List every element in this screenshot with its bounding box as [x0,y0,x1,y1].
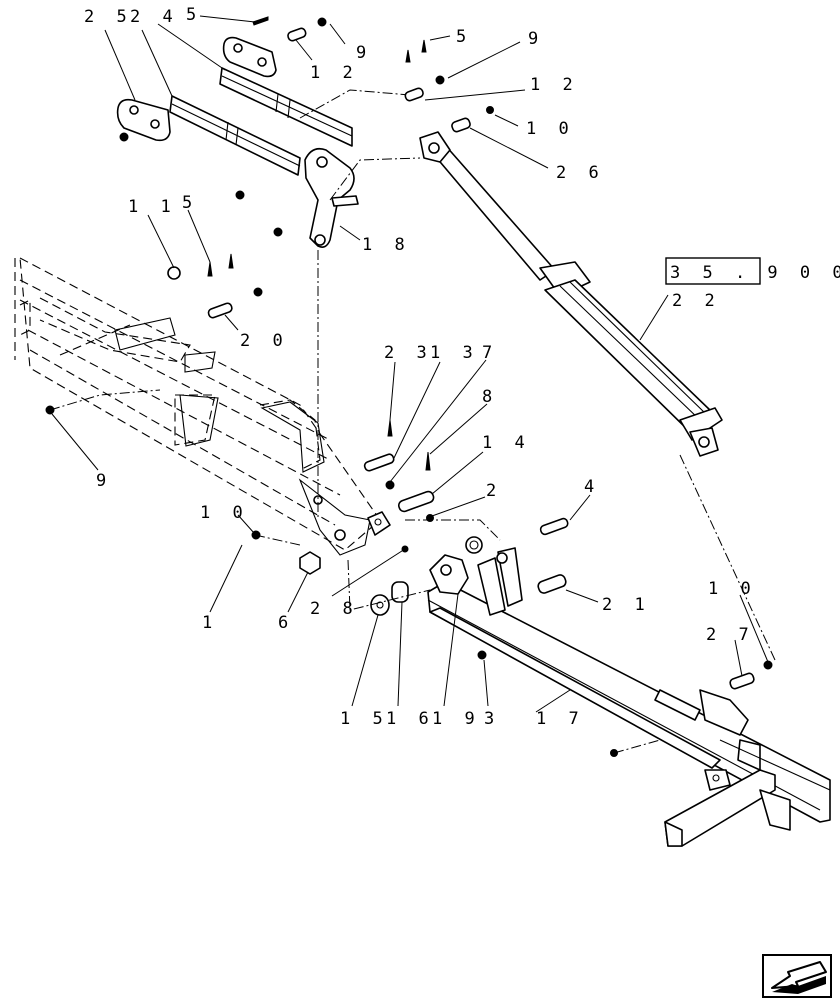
callout-8: 8 [482,387,498,407]
callout-28: 2 8 [310,599,359,619]
callout-14: 1 4 [482,433,531,453]
callout-9-top: 9 [356,43,372,63]
callout-11: 1 1 [128,197,177,217]
hardware-center [251,419,773,757]
callout-13: 1 3 [430,343,479,363]
callout-23: 2 3 [384,343,433,363]
callout-3: 3 [484,709,500,729]
callout-27: 2 7 [706,625,755,645]
callout-16: 1 6 [386,709,435,729]
callout-20: 2 0 [240,331,289,351]
reference-box-frame [665,257,761,285]
callout-4: 4 [584,477,600,497]
callout-22: 2 2 [672,291,721,311]
callout-9-left: 9 [96,471,112,491]
callout-5-right: 5 [456,27,472,47]
hardware-upper [45,16,494,415]
callout-2: 2 [486,481,502,501]
center-lines [49,157,776,754]
ghost-frame-assembly [14,257,391,556]
callout-24: 2 4 [130,7,179,27]
callout-10-left: 1 0 [200,503,249,523]
callout-labels: 2 5 2 4 5 9 1 2 5 9 1 2 1 0 2 6 1 8 1 1 … [84,5,840,729]
leader-lines [51,15,769,713]
callout-5-top: 5 [186,5,202,25]
callout-18: 1 8 [362,235,411,255]
callout-19: 1 9 [432,709,481,729]
callout-25: 2 5 [84,7,133,27]
link-bar-24-upper [219,67,353,147]
center-line-top [299,89,411,119]
hydraulic-cylinder-22 [419,131,723,457]
callout-10-right: 1 0 [708,579,757,599]
callout-12-top: 1 2 [310,63,359,83]
back-page-arrow-icon[interactable] [762,954,832,998]
link-plate-25 [116,98,171,142]
callout-1: 1 [202,613,218,633]
callout-17: 1 7 [536,709,585,729]
bracket-18 [304,147,359,248]
callout-7: 7 [482,343,498,363]
callout-5-left: 5 [182,193,198,213]
callout-12-right: 1 2 [530,75,579,95]
callout-9-right: 9 [528,29,544,49]
callout-21: 2 1 [602,595,651,615]
callout-10-top: 1 0 [526,119,575,139]
callout-15: 1 5 [340,709,389,729]
callout-6: 6 [278,613,294,633]
reference-box-text[interactable]: 3 5 . 9 0 0 . 0 [670,263,840,283]
main-frame-17 [427,547,831,847]
link-bar-24-lower [169,95,301,176]
callout-26: 2 6 [556,163,605,183]
link-plate-top [222,36,277,78]
